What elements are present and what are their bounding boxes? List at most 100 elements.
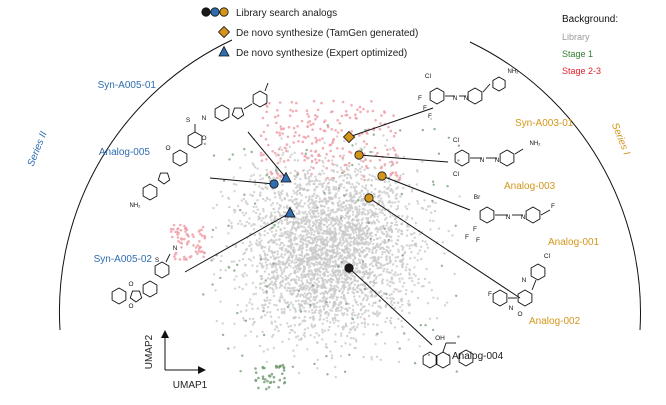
stage-1-point — [243, 147, 246, 151]
library-point — [316, 278, 319, 281]
library-point — [338, 175, 341, 179]
library-point — [268, 228, 272, 231]
library-point — [340, 215, 344, 218]
stage-2-3-point — [301, 140, 305, 144]
library-point — [395, 223, 399, 227]
library-point — [277, 190, 280, 194]
atom-label: N — [173, 245, 178, 252]
library-point — [266, 222, 269, 225]
library-point — [326, 305, 330, 308]
library-point — [248, 317, 252, 320]
library-point — [356, 169, 360, 172]
stage-2-3-point — [276, 176, 279, 180]
library-point — [239, 310, 243, 313]
library-point — [397, 317, 400, 320]
library-point — [325, 316, 328, 320]
library-point — [341, 277, 344, 280]
library-point — [313, 230, 316, 233]
circle-marker — [269, 179, 279, 189]
library-point — [328, 278, 331, 282]
library-point — [272, 218, 276, 222]
stage-2-3-point — [199, 245, 202, 249]
library-point — [270, 214, 274, 217]
legend-label-tamgen: De novo synthesize (TamGen generated) — [236, 28, 418, 39]
library-point — [309, 241, 312, 244]
library-point — [304, 288, 307, 291]
library-point — [355, 211, 359, 214]
library-point — [326, 232, 329, 235]
stage-1-point — [203, 142, 207, 146]
library-point — [401, 325, 404, 328]
library-point — [374, 207, 378, 211]
stage-2-3-point — [176, 233, 179, 236]
library-point — [325, 286, 328, 290]
library-point — [338, 232, 341, 235]
library-point — [332, 321, 336, 324]
stage-2-3-point — [348, 161, 351, 165]
library-point — [299, 177, 302, 181]
stage-2-3-point — [354, 113, 357, 116]
library-point — [269, 256, 273, 259]
library-point — [258, 254, 262, 257]
library-point — [273, 250, 277, 254]
library-point — [377, 257, 380, 260]
library-point — [368, 268, 372, 271]
library-point — [343, 217, 347, 220]
library-point — [386, 268, 389, 271]
stage-2-3-point — [290, 100, 294, 104]
stage-2-3-point — [363, 152, 366, 156]
library-point — [306, 297, 309, 300]
library-point — [334, 260, 337, 263]
library-point — [286, 258, 290, 261]
stage-1-point — [239, 370, 242, 373]
library-point — [309, 174, 312, 178]
library-point — [322, 189, 325, 193]
library-point — [280, 199, 284, 202]
library-point — [355, 181, 359, 184]
library-point — [291, 225, 294, 228]
library-point — [344, 204, 348, 208]
library-point — [323, 211, 326, 215]
library-point — [316, 285, 319, 288]
stage-2-3-point — [356, 108, 359, 111]
library-point — [243, 251, 247, 255]
library-point — [404, 292, 408, 296]
library-point — [293, 355, 296, 358]
library-point — [394, 155, 398, 158]
library-point — [264, 261, 267, 264]
library-point — [304, 210, 307, 213]
library-point — [338, 277, 341, 281]
library-point — [314, 235, 318, 239]
library-point — [350, 228, 353, 231]
stage-1-point — [378, 299, 381, 302]
stage-1-point — [233, 269, 236, 272]
library-point — [328, 325, 331, 329]
library-point — [272, 346, 276, 350]
library-point — [393, 326, 397, 329]
library-point — [270, 211, 273, 214]
library-point — [346, 313, 349, 316]
library-point — [383, 241, 386, 245]
library-point — [258, 216, 261, 220]
library-point — [264, 186, 267, 189]
library-point — [376, 215, 379, 218]
leader-line — [184, 212, 291, 273]
library-point — [393, 217, 397, 221]
library-point — [266, 253, 269, 257]
library-point — [304, 195, 308, 199]
library-point — [334, 194, 337, 197]
library-point — [396, 273, 400, 276]
benzene-ring — [429, 87, 445, 105]
library-point — [299, 225, 302, 228]
library-point — [378, 228, 381, 231]
library-point — [340, 334, 343, 337]
library-point — [275, 271, 278, 274]
library-point — [379, 236, 382, 239]
library-point — [261, 217, 265, 220]
library-point — [349, 248, 352, 251]
library-point — [398, 228, 401, 231]
stage-2-3-point — [268, 101, 271, 105]
stage-2-3-point — [371, 109, 375, 113]
atom-label: O — [128, 281, 133, 288]
library-point — [274, 283, 278, 286]
